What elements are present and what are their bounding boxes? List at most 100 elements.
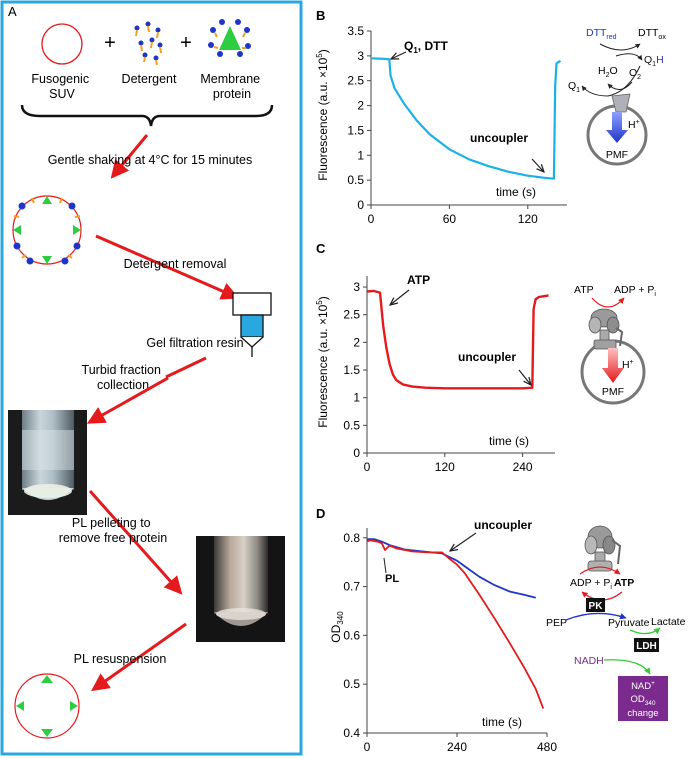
panel-b-trace xyxy=(370,57,562,180)
hplus-c-text: H xyxy=(622,359,630,371)
panel-b-ytick-label: 0 xyxy=(357,198,364,212)
panel-c-ytick-label: 1.5 xyxy=(343,363,360,377)
pmf-c-label: PMF xyxy=(602,386,624,398)
h2o-end: O xyxy=(610,65,618,77)
adp-d-sub: i xyxy=(610,584,612,591)
panel-b-ytick-label: 1.5 xyxy=(347,123,364,137)
panel-b-uncoupler-arrow xyxy=(531,158,544,172)
flow-arrow-3 xyxy=(165,356,207,379)
panel-d-plot xyxy=(366,538,545,709)
flow-arrow-5 xyxy=(91,622,187,692)
panel-b-ylabel-sup: 5 xyxy=(315,53,324,58)
panel-c-ytick-label: 1 xyxy=(353,391,360,405)
pyruvate-label: Pyruvate xyxy=(608,617,650,629)
h2o-label: H2O xyxy=(598,65,618,79)
pmf-b-label: PMF xyxy=(606,149,628,161)
turbid-tube-photo xyxy=(8,410,87,515)
panel-a-label: A xyxy=(8,4,17,19)
panel-d-uncoupler-annotation: uncoupler xyxy=(474,518,532,532)
q1h-sub: 1 xyxy=(652,61,656,68)
panel-d-xlabel: time (s) xyxy=(482,715,522,729)
membrane-protein-line1: Membrane xyxy=(200,72,260,86)
panel-c-xlabel: time (s) xyxy=(489,434,529,448)
step-turbid: Turbid fraction collection xyxy=(82,363,165,392)
panel-c-ylabel-main: Fluorescence (a.u. ×10 xyxy=(316,304,330,427)
panel-c-ytick-label: 0 xyxy=(353,446,360,460)
detergent-label: Detergent xyxy=(122,72,177,86)
flow-arrow-4 xyxy=(88,490,183,595)
ldh-label: LDH xyxy=(636,641,657,652)
panel-c-xtick-label: 240 xyxy=(513,460,533,474)
nad-text: NAD xyxy=(631,681,651,692)
q1h-text: Q xyxy=(644,54,652,66)
nad-box xyxy=(618,676,668,721)
panel-d-trace-blue xyxy=(367,538,537,599)
nadh-to-nad-arrow xyxy=(603,659,651,675)
panel-b-q1-text: Q xyxy=(404,39,413,53)
o2-to-h2o-arrow xyxy=(607,81,633,90)
panel-d-ylabel-sub: 340 xyxy=(336,611,345,625)
adp-c-sub: i xyxy=(654,291,656,298)
suv-label: Fusogenic SUV xyxy=(31,72,92,101)
panel-b-xtick-label: 60 xyxy=(443,212,457,226)
hplus-c-label: H+ xyxy=(622,359,634,371)
h2o-sub: 2 xyxy=(606,72,610,79)
panel-c-ytick-label: 2 xyxy=(353,335,360,349)
dtt-red-label: DTTred xyxy=(586,27,617,41)
panel-b-ytick-label: 2.5 xyxy=(347,74,364,88)
panel-d-ytick-label: 0.7 xyxy=(343,580,360,594)
step-pelleting-line1: PL pelleting to xyxy=(72,516,151,530)
panel-a-border xyxy=(0,0,303,756)
panel-c-ylabel-sup: 5 xyxy=(315,300,324,305)
atp-synthesis-arrow xyxy=(579,566,621,575)
panel-b-scheme: DTTred DTTox Q1H Q1 H2O O2 H+ PMF xyxy=(568,27,666,166)
suv-label-line1: Fusogenic xyxy=(31,72,89,86)
q1h-label: Q1H xyxy=(644,54,664,68)
od-sub: 340 xyxy=(645,700,656,707)
panel-c-ylabel: Fluorescence (a.u. ×105) xyxy=(315,296,330,428)
panel-c-scheme: ATP ADP + Pi H+ PMF xyxy=(574,284,656,405)
nad-sup: + xyxy=(651,680,655,687)
hplus-b-sup: + xyxy=(636,119,640,126)
pyruvate-to-lactate-arrow xyxy=(629,627,661,635)
panel-d-pl-arrow xyxy=(383,557,387,574)
panel-b-label: B xyxy=(316,8,325,23)
panel-c-plot xyxy=(366,289,549,390)
step-pelleting-line2: remove free protein xyxy=(59,531,167,545)
proton-arrow-c-icon xyxy=(602,348,624,383)
panel-c-atp-arrow xyxy=(390,289,410,305)
hplus-c-sup: + xyxy=(630,359,634,366)
panel-d-pl-annotation: PL xyxy=(385,573,399,585)
panel-c-xtick-label: 120 xyxy=(435,460,455,474)
panel-b-xtick-label: 120 xyxy=(518,212,538,226)
lactate-label: Lactate xyxy=(651,616,686,628)
panel-b: B Fluorescence (a.u. ×105) 00.511.522.53… xyxy=(315,8,666,226)
panel-c: C Fluorescence (a.u. ×105) 00.511.522.53… xyxy=(315,241,656,474)
panel-d-ytick-label: 0.5 xyxy=(343,677,360,691)
panel-b-ylabel-end: ) xyxy=(316,49,330,53)
pk-box xyxy=(586,598,605,612)
q1-cycle-arrow xyxy=(581,65,641,97)
atp-synthase-d-icon xyxy=(584,525,622,572)
pep-to-pyruvate-arrow xyxy=(565,612,627,621)
panel-d-trace-red xyxy=(366,539,545,709)
grouping-brace xyxy=(20,104,274,127)
atp-c-label: ATP xyxy=(574,284,594,296)
flow-arrow-3b xyxy=(86,376,169,424)
q1-to-q1h-arrow xyxy=(615,53,643,61)
dtt-red-sub: red xyxy=(606,34,616,41)
panel-b-xlabel: time (s) xyxy=(496,185,536,199)
nadh-label: NADH xyxy=(574,655,604,667)
membrane-protein-label: Membrane protein xyxy=(200,72,263,101)
panel-b-ylabel: Fluorescence (a.u. ×105) xyxy=(315,49,330,181)
panel-b-plot xyxy=(370,57,562,180)
panel-b-uncoupler-annotation: uncoupler xyxy=(470,131,528,145)
flow-arrow-1 xyxy=(110,134,149,179)
ldh-box xyxy=(634,638,659,652)
panel-c-label: C xyxy=(316,241,326,256)
panel-c-uncoupler-annotation: uncoupler xyxy=(458,350,516,364)
panel-b-ylabel-main: Fluorescence (a.u. ×10 xyxy=(316,57,330,180)
panel-d-ytick-label: 0.4 xyxy=(343,726,360,740)
dtt-ox-label: DTTox xyxy=(638,27,666,41)
